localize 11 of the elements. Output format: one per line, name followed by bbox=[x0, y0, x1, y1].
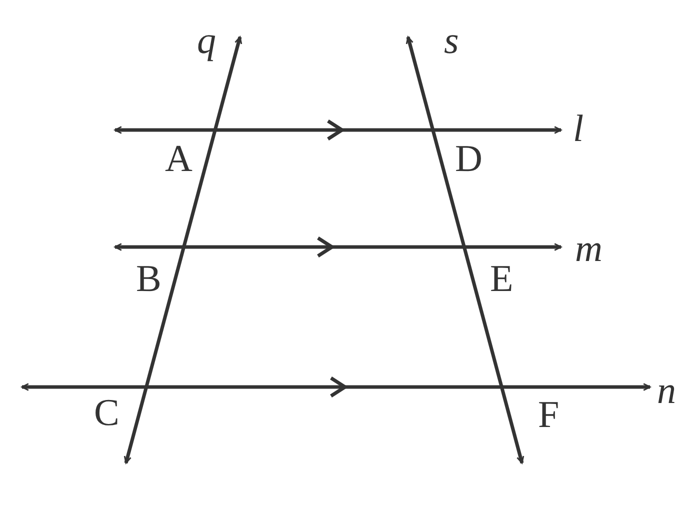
point-label: B bbox=[136, 260, 162, 298]
point-label: D bbox=[455, 140, 482, 178]
line-name: q bbox=[197, 22, 216, 60]
line-name: s bbox=[444, 22, 459, 60]
point-label: F bbox=[538, 396, 560, 434]
line-name: n bbox=[657, 372, 676, 410]
point-label: C bbox=[94, 394, 120, 432]
point-label: A bbox=[165, 140, 192, 178]
line-name: m bbox=[575, 230, 602, 268]
line-name: l bbox=[573, 110, 584, 148]
point-label: E bbox=[490, 260, 514, 298]
